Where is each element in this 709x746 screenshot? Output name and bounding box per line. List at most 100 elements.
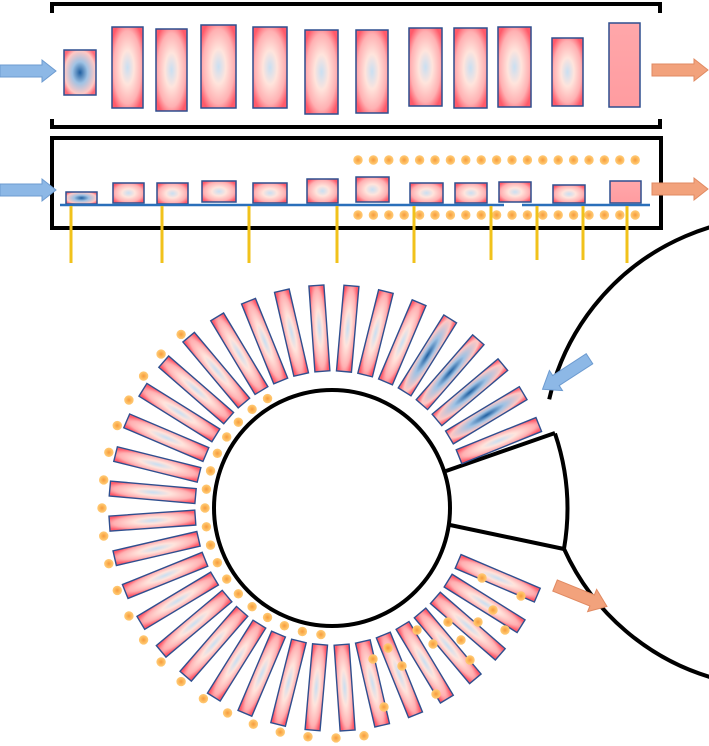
ring-tile-body [377, 298, 427, 386]
ring-outlet-arrow-icon [552, 579, 608, 613]
middle-tile-1 [65, 191, 98, 205]
bead [428, 639, 438, 649]
bead [379, 702, 389, 712]
ring-tile [397, 313, 458, 397]
ring-tile-body [431, 357, 509, 427]
bead [456, 635, 466, 645]
ring-tile-body [112, 445, 202, 484]
ring-tile-body [443, 573, 527, 634]
ring-tile-body [179, 605, 249, 683]
bead [615, 155, 625, 165]
bead [353, 210, 363, 220]
ring-tile [444, 385, 528, 445]
bead [248, 719, 259, 729]
ring-tile [377, 298, 427, 386]
middle-tile-7 [355, 176, 390, 203]
ring-tile-body [413, 607, 483, 685]
ring-tile-body [136, 571, 220, 631]
ring-tile [237, 630, 287, 718]
ring-tile [137, 382, 221, 443]
ring-tile [240, 297, 289, 385]
bead [431, 689, 441, 699]
ring-tile [333, 643, 356, 732]
ring-tile-body [429, 591, 507, 661]
ring-tile-body [155, 589, 233, 659]
bead [222, 708, 233, 718]
bead [414, 155, 425, 165]
bead [138, 371, 149, 381]
bead [331, 733, 341, 743]
ring-tile-body [108, 480, 197, 505]
linear-panel-top [0, 2, 709, 129]
ring-tile-body [112, 530, 202, 567]
bead [99, 531, 109, 541]
ring-tile-body [333, 643, 356, 732]
bead [262, 393, 273, 404]
linear-panel-middle [0, 136, 709, 263]
bead [599, 210, 610, 220]
bead [205, 540, 216, 550]
bead [124, 395, 134, 405]
ring-tile [112, 530, 202, 567]
ring-tile [108, 509, 197, 532]
bead [584, 210, 594, 220]
bead [445, 155, 456, 165]
middle-tile-8 [409, 182, 444, 204]
bead [516, 591, 526, 601]
middle-tile-2 [112, 182, 145, 204]
ring-tile [269, 638, 308, 728]
bead [553, 210, 563, 220]
bead [500, 625, 510, 635]
ring-tile-body [455, 416, 543, 465]
middle-outlet-arrow-icon [651, 176, 709, 202]
bead [97, 503, 107, 513]
ring-tile-body [308, 284, 331, 373]
bead [522, 155, 533, 165]
ring-tile-body [181, 331, 251, 409]
bead [491, 210, 502, 220]
ring-inlet-arrow-icon [541, 353, 594, 392]
ring-tile [108, 480, 197, 505]
middle-tile-6 [306, 178, 339, 204]
bead [112, 585, 122, 596]
ring-tile [455, 416, 543, 465]
bead [99, 475, 109, 485]
bead [584, 155, 594, 165]
bead [383, 643, 393, 653]
bead [507, 155, 517, 165]
bead [615, 210, 625, 220]
top-tile-8 [408, 27, 443, 107]
bead [233, 417, 244, 427]
bead [477, 573, 487, 583]
bead [476, 210, 486, 220]
bead [399, 210, 409, 220]
ring-tile-body [240, 297, 289, 385]
bead [412, 625, 422, 635]
bead [124, 611, 134, 621]
bead [491, 155, 502, 165]
bead [522, 210, 533, 220]
ring-tile [413, 607, 483, 685]
ring-tile-body [121, 551, 209, 600]
bead [488, 605, 498, 615]
ring-tile [206, 619, 267, 703]
ring-tile [308, 284, 331, 373]
bead [316, 629, 326, 640]
bead [156, 657, 166, 667]
bead-row-bottom [353, 210, 640, 220]
ring-tile [395, 620, 455, 704]
ring-tile-body [206, 619, 267, 703]
ring-tile [375, 631, 424, 719]
ring-tile-body [137, 382, 221, 443]
bead [353, 155, 363, 165]
ring-tile [304, 643, 329, 732]
ring-tile-body [397, 313, 458, 397]
bead [368, 210, 379, 220]
top-tile-5 [252, 26, 288, 109]
ring-panel [97, 225, 709, 743]
bead [397, 661, 407, 671]
bead [212, 557, 223, 568]
middle-tile-5 [252, 182, 288, 204]
bead [104, 447, 114, 458]
